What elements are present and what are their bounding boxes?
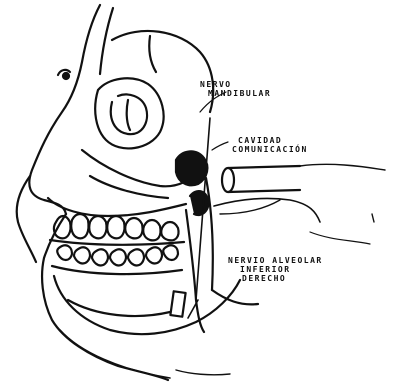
label-line: INFERIOR	[228, 265, 323, 274]
label-nervio-mandibular: NERVO MANDIBULAR	[200, 80, 271, 98]
label-line: NERVIO ALVEOLAR	[228, 256, 323, 265]
label-cavidad-comunicacion: CAVIDAD COMUNICACIÓN	[232, 136, 308, 154]
label-line: COMUNICACIÓN	[232, 145, 308, 154]
label-nervio-alveolar-inferior: NERVIO ALVEOLAR INFERIOR DERECHO	[228, 256, 323, 283]
label-line: MANDIBULAR	[200, 89, 271, 98]
label-line: DERECHO	[228, 274, 323, 283]
label-line: NERVO	[200, 80, 271, 89]
label-line: CAVIDAD	[232, 136, 308, 145]
